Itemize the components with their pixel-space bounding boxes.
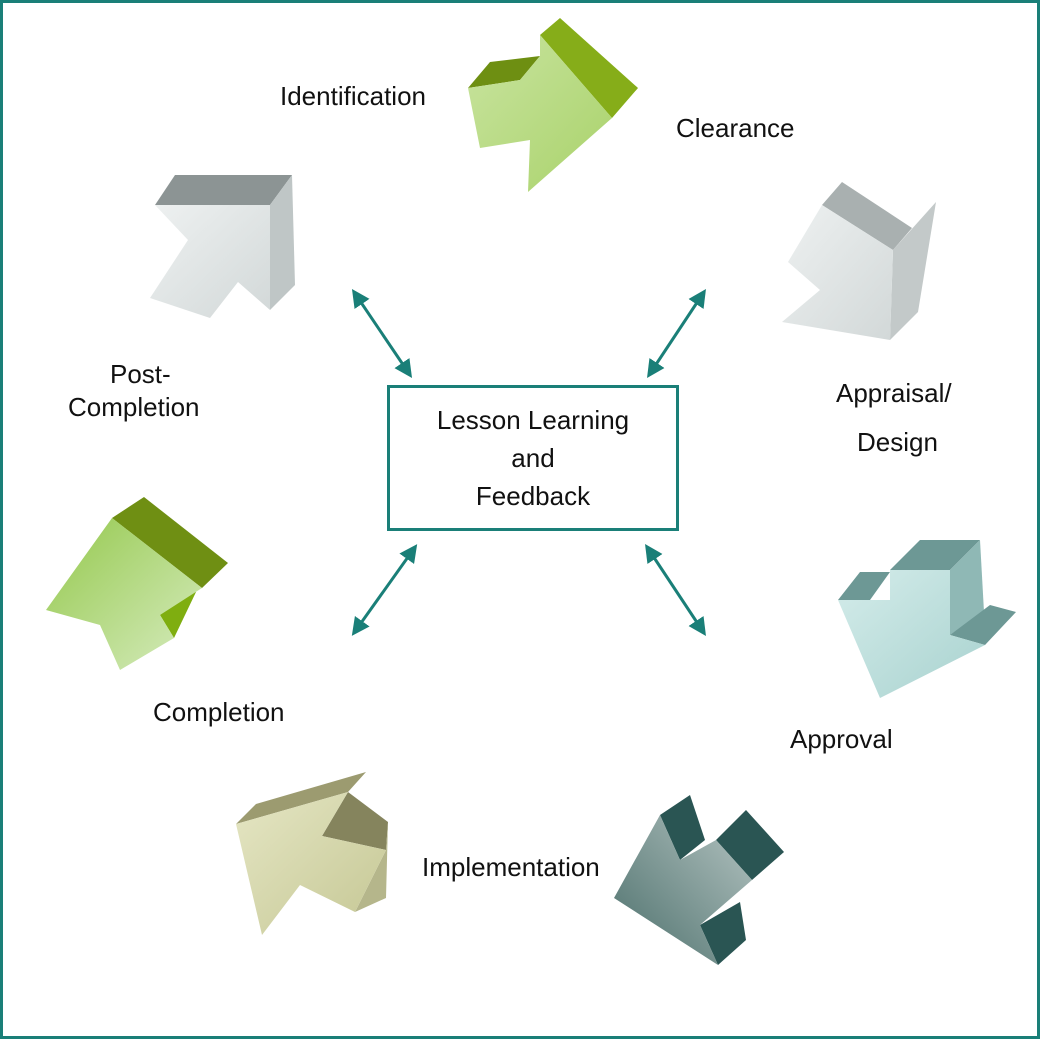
completion-arrow-icon — [236, 772, 388, 935]
connector-bottom-left — [351, 544, 418, 636]
approval-arrow-icon — [838, 540, 1016, 698]
connector-top-left — [351, 289, 413, 378]
connector-top-right — [647, 288, 706, 379]
connector-bottom-right — [645, 543, 706, 637]
center-box: Lesson Learning and Feedback — [387, 385, 679, 531]
post-label: Post- — [110, 359, 171, 389]
center-line-3: Feedback — [475, 481, 591, 511]
center-line-1: Lesson Learning — [436, 405, 630, 435]
design-label: Design — [857, 427, 938, 457]
clearance-label: Clearance — [676, 113, 795, 143]
identification-arrow-icon — [468, 18, 638, 192]
implementation-label: Implementation — [422, 852, 600, 882]
approval-label: Approval — [790, 724, 893, 754]
completion-label: Completion — [153, 697, 285, 727]
appraisal-arrow-icon — [782, 182, 936, 340]
post-completion-arrow-icon — [150, 175, 295, 318]
implementation-arrow-icon — [614, 795, 784, 965]
identification-label: Identification — [280, 81, 426, 111]
completion-upper-arrow-icon — [46, 497, 228, 670]
appraisal-label: Appraisal/ — [836, 378, 952, 408]
center-line-2: and — [511, 443, 555, 473]
post-completion-label: Completion — [68, 392, 200, 422]
